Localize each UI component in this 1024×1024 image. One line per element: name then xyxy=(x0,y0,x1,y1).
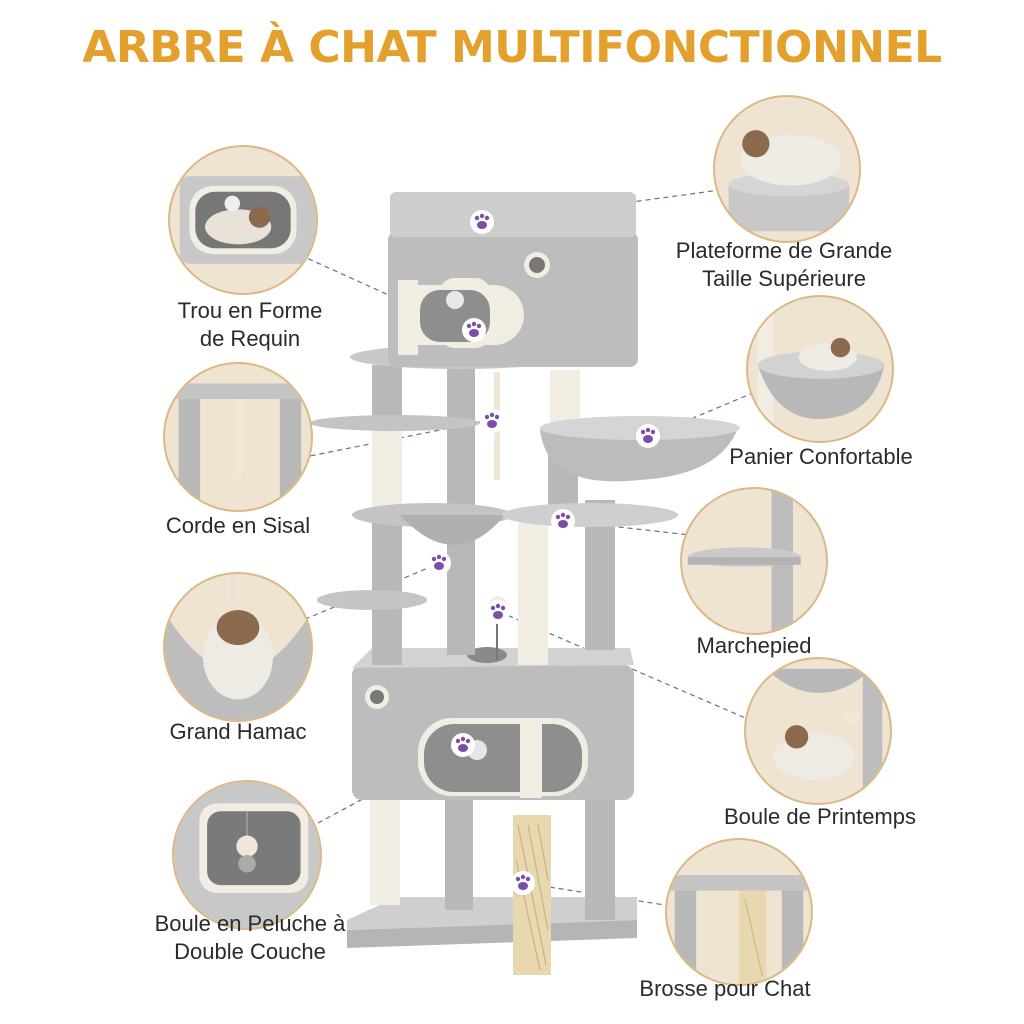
detail-hammock-image xyxy=(163,572,313,722)
upper-condo xyxy=(350,192,638,369)
detail-shark-hole-image xyxy=(168,145,318,295)
detail-brush-image xyxy=(665,838,813,986)
label-plush-ball: Boule en Peluche à Double Couche xyxy=(154,911,346,964)
detail-plush-ball-image xyxy=(172,780,322,930)
paw-markers xyxy=(427,210,660,895)
hammock xyxy=(400,515,505,545)
lower-condo xyxy=(352,647,634,800)
label-basket: Panier Confortable xyxy=(729,444,913,469)
label-shark-hole: Trou en Forme de Requin xyxy=(177,298,323,351)
label-spring-ball: Boule de Printemps xyxy=(724,804,916,829)
label-sisal-rope: Corde en Sisal xyxy=(165,513,311,538)
tree-base xyxy=(347,897,637,948)
detail-sisal-rope-image xyxy=(163,362,313,512)
label-hammock: Grand Hamac xyxy=(169,719,307,744)
detail-spring-ball-image xyxy=(744,657,892,805)
label-brush: Brosse pour Chat xyxy=(639,976,811,1001)
sisal-post xyxy=(370,795,400,905)
comfy-basket xyxy=(540,428,738,482)
detail-basket-image xyxy=(746,295,894,443)
label-step: Marchepied xyxy=(696,633,812,658)
label-top-platform: Plateforme de Grande Taille Supérieure xyxy=(675,238,893,291)
detail-top-platform-image xyxy=(713,95,861,243)
page-title: ARBRE À CHAT MULTIFONCTIONNEL xyxy=(82,22,942,73)
detail-step-image xyxy=(680,487,828,635)
step-platform xyxy=(317,590,427,610)
